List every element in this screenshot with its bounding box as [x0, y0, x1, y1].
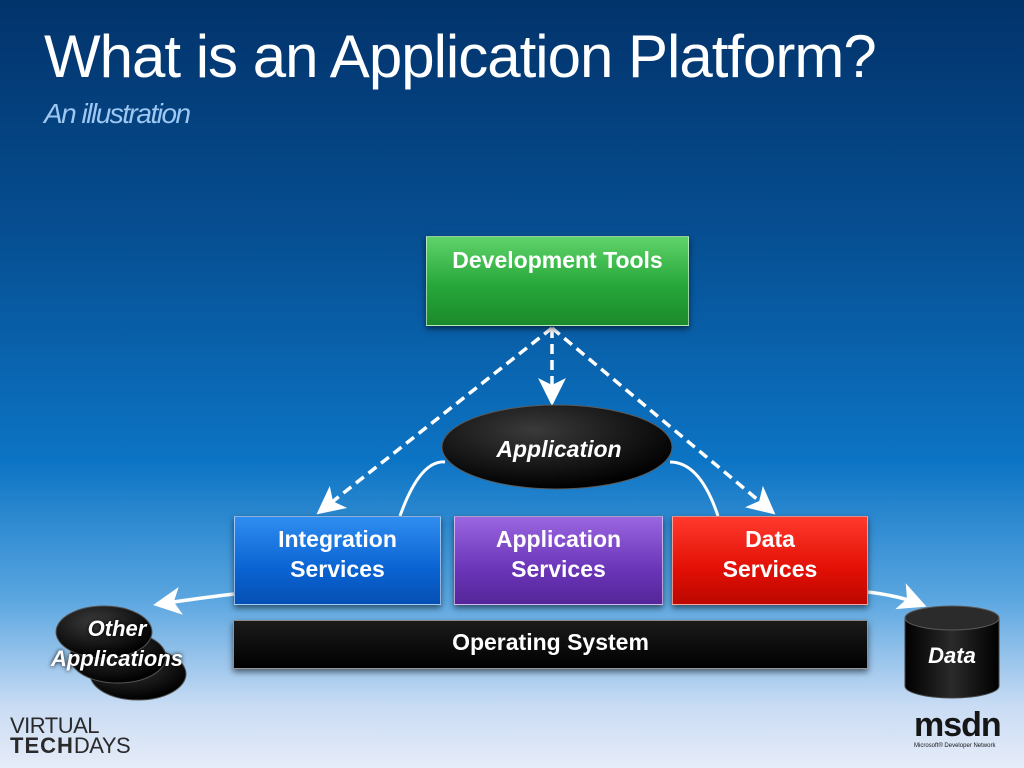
data-services-box: Data Services	[672, 516, 868, 605]
msdn-logo-tagline: Microsoft® Developer Network	[914, 743, 996, 749]
msdn-logo: msdn Microsoft® Developer Network	[914, 708, 1012, 750]
operating-system-label: Operating System	[452, 629, 649, 655]
data-services-line2: Services	[722, 556, 818, 582]
logo-techdays-text: TECHDAYS	[10, 733, 131, 758]
arrow-to-other-applications	[153, 587, 235, 615]
slide-title: What is an Application Platform?	[44, 23, 877, 90]
integration-services-line2: Services	[290, 556, 385, 582]
development-tools-box: Development Tools	[426, 236, 689, 326]
logo-virtual-text: VIRTUAL	[10, 713, 100, 738]
logo-tech-text: TECH	[10, 733, 74, 758]
arrow-to-data	[867, 583, 927, 610]
logo-days-text: DAYS	[73, 733, 131, 758]
other-applications-line1: Other	[87, 616, 147, 641]
data-label: Data	[928, 643, 976, 668]
application-services-line2: Services	[511, 556, 606, 582]
application-services-box: Application Services	[454, 516, 663, 605]
development-tools-label: Development Tools	[452, 247, 663, 273]
data-cylinder	[904, 605, 1000, 699]
slide-subtitle: An illustration	[44, 98, 191, 129]
other-applications-ellipse-front	[55, 605, 153, 659]
application-label: Application	[496, 436, 622, 462]
curve-application-to-integration	[398, 460, 446, 517]
virtual-techdays-logo: VIRTUAL TECHDAYS	[10, 713, 131, 758]
integration-services-line1: Integration	[278, 526, 397, 552]
operating-system-bar: Operating System	[233, 620, 868, 669]
other-applications-label: Other Applications	[28, 614, 206, 674]
msdn-logo-word: msdn	[914, 706, 1002, 744]
application-services-line1: Application	[495, 526, 622, 552]
arrow-devtools-to-integration	[316, 326, 554, 515]
curve-application-to-data-services	[669, 460, 720, 517]
data-services-line1: Data	[745, 526, 795, 552]
application-ellipse	[441, 404, 673, 490]
other-applications-line2: Applications	[50, 646, 183, 671]
integration-services-box: Integration Services	[234, 516, 441, 605]
